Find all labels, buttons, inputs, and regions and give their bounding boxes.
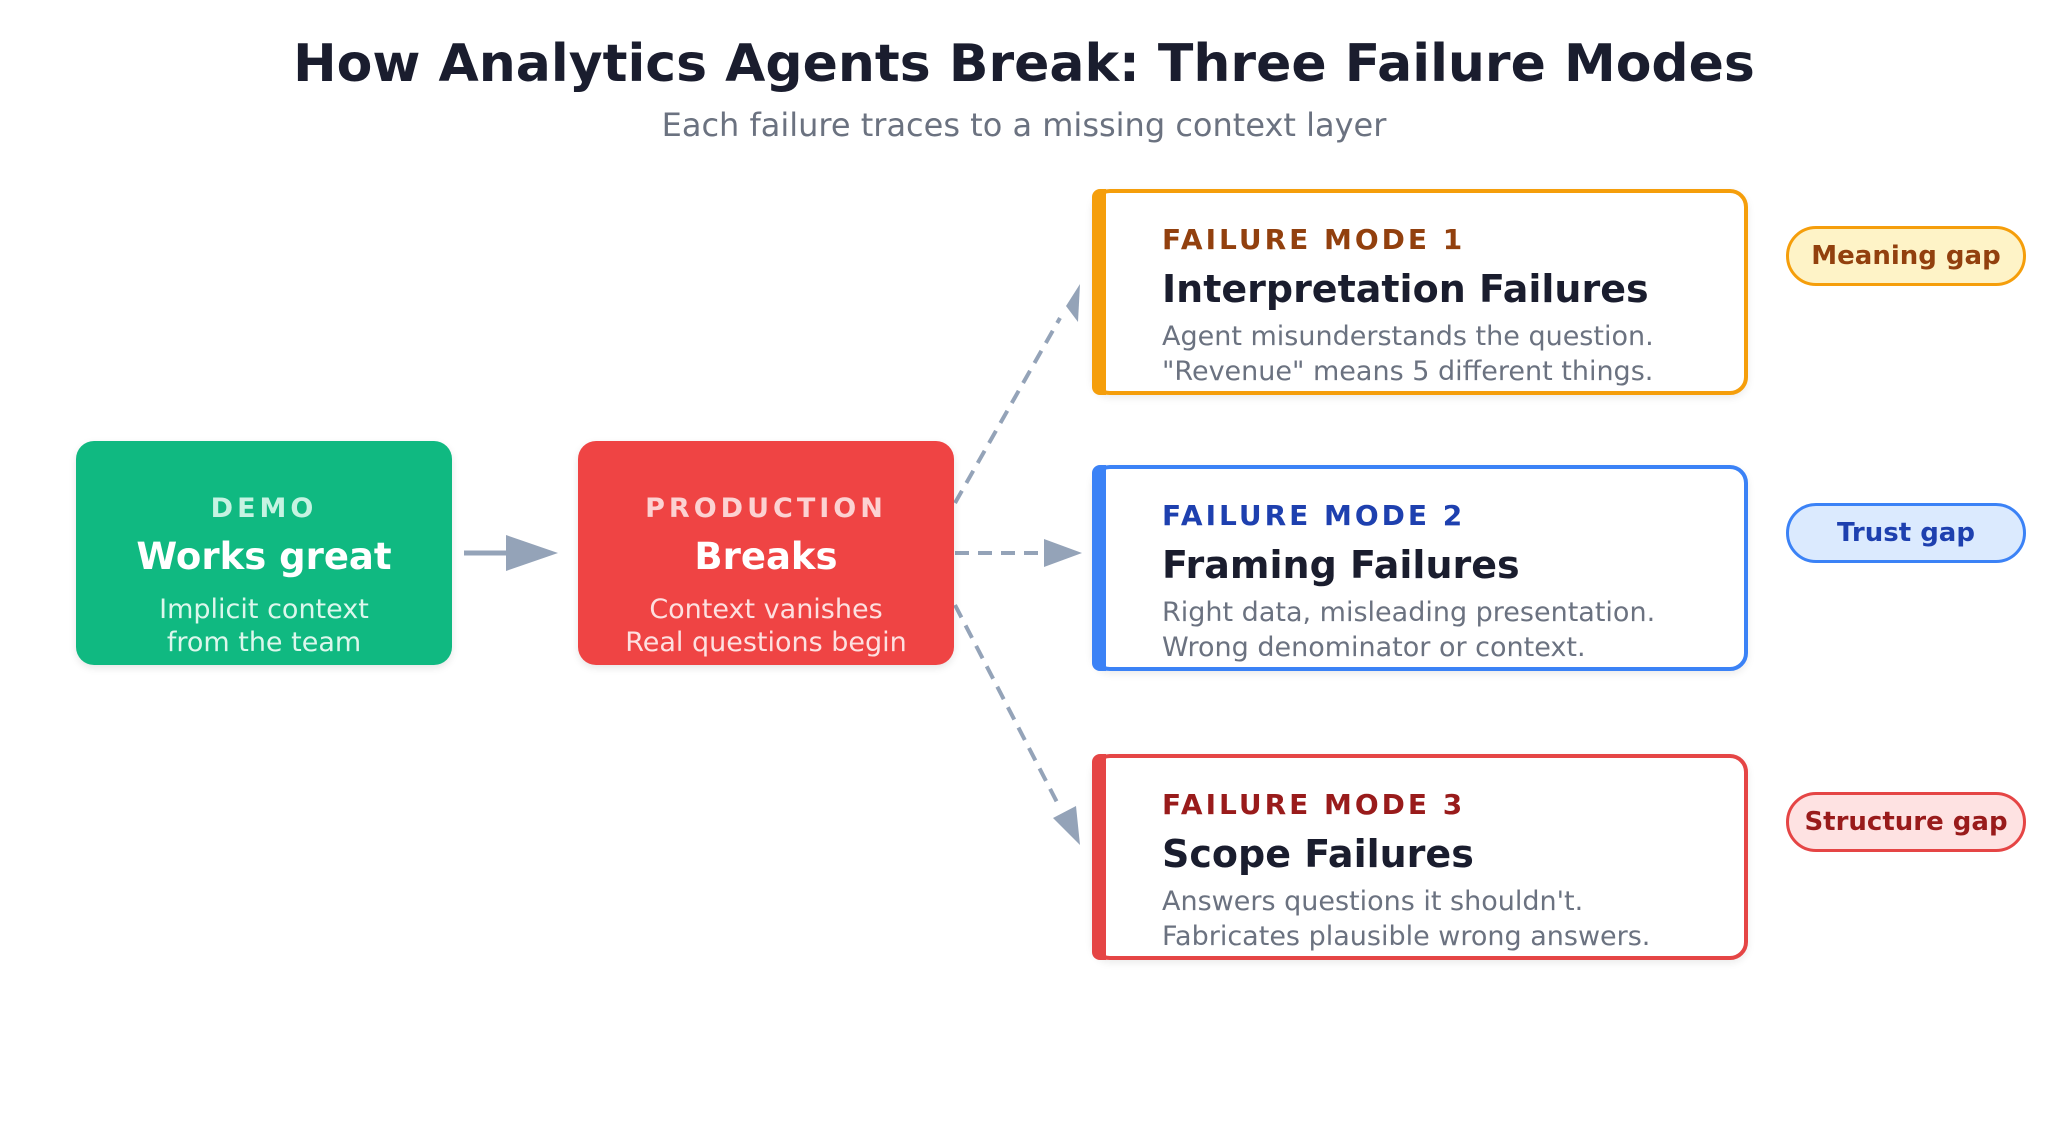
- demo-description: Implicit context from the team: [76, 593, 452, 659]
- trust-gap-badge: Trust gap: [1786, 503, 2026, 563]
- production-stage-box: PRODUCTION Breaks Context vanishes Real …: [578, 441, 954, 665]
- production-kicker: PRODUCTION: [645, 493, 887, 524]
- meaning-gap-badge: Meaning gap: [1786, 226, 2026, 286]
- failure-mode-1-card: FAILURE MODE 1 Interpretation Failures A…: [1092, 189, 1748, 395]
- failure-mode-2-name: Framing Failures: [1162, 543, 1520, 587]
- demo-kicker: DEMO: [210, 493, 318, 524]
- failure-mode-2-card: FAILURE MODE 2 Framing Failures Right da…: [1092, 465, 1748, 671]
- failure-mode-2-label: FAILURE MODE 2: [1162, 499, 1466, 532]
- production-desc-line-2: Real questions begin: [625, 627, 907, 658]
- failure-mode-1-desc-line-2: "Revenue" means 5 different things.: [1162, 356, 1654, 387]
- failure-mode-1-label: FAILURE MODE 1: [1162, 223, 1466, 256]
- failure-mode-3-label: FAILURE MODE 3: [1162, 788, 1466, 821]
- demo-headline: Works great: [136, 535, 392, 578]
- failure-mode-3-desc-line-2: Fabricates plausible wrong answers.: [1162, 921, 1651, 952]
- arrow-demo-to-production: [464, 535, 558, 571]
- arrow-to-failure-mode-2: [955, 539, 1082, 567]
- failure-mode-3-card: FAILURE MODE 3 Scope Failures Answers qu…: [1092, 754, 1748, 960]
- failure-mode-1-desc-line-1: Agent misunderstands the question.: [1162, 321, 1654, 352]
- demo-desc-line-1: Implicit context: [159, 594, 369, 625]
- arrow-to-failure-mode-1: [953, 284, 1080, 504]
- diagram-title: How Analytics Agents Break: Three Failur…: [293, 34, 1755, 94]
- demo-stage-box: DEMO Works great Implicit context from t…: [76, 441, 452, 665]
- arrow-to-failure-mode-3: [953, 604, 1080, 845]
- failure-mode-2-desc-line-1: Right data, misleading presentation.: [1162, 597, 1656, 628]
- accent-bar: [1092, 754, 1106, 960]
- production-headline: Breaks: [694, 535, 838, 578]
- structure-gap-badge: Structure gap: [1786, 792, 2026, 852]
- failure-mode-1-name: Interpretation Failures: [1162, 267, 1649, 311]
- failure-mode-3-desc-line-1: Answers questions it shouldn't.: [1162, 886, 1584, 917]
- production-description: Context vanishes Real questions begin: [578, 593, 954, 659]
- accent-bar: [1092, 189, 1106, 395]
- production-desc-line-1: Context vanishes: [649, 594, 883, 625]
- diagram-subtitle: Each failure traces to a missing context…: [661, 106, 1387, 144]
- accent-bar: [1092, 465, 1106, 671]
- failure-mode-2-desc-line-2: Wrong denominator or context.: [1162, 632, 1586, 663]
- failure-mode-3-name: Scope Failures: [1162, 832, 1474, 876]
- demo-desc-line-2: from the team: [166, 627, 362, 658]
